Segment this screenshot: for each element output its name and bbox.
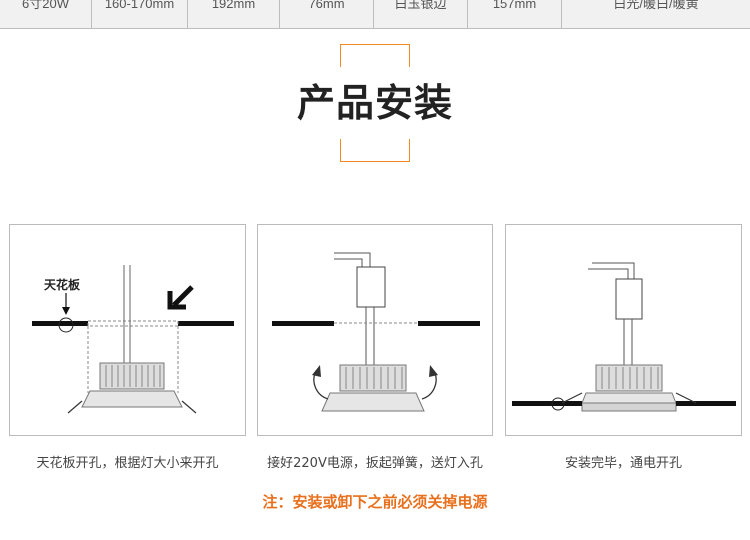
- spec-cell-color: 白光/暖白/暖黄: [613, 0, 699, 11]
- downlight-icon: [581, 364, 677, 412]
- power-off-warning: 注：安装或卸下之前必须关掉电源: [262, 493, 488, 511]
- step-3-caption: 安装完毕，通电开孔: [564, 456, 682, 471]
- spec-cell-model: 6寸20W: [0, 0, 92, 28]
- step-2-caption: 接好220V电源，扳起弹簧，送灯入孔: [267, 456, 483, 471]
- driver-box: [615, 278, 643, 320]
- step-2-diagram: [272, 252, 480, 412]
- downlight-icon: [67, 362, 197, 414]
- title-frame: [340, 44, 410, 162]
- spec-cell-finish: 白玉银边: [374, 0, 468, 28]
- step-1-diagram: 天花板: [32, 265, 234, 414]
- install-step-3-panel: [505, 224, 742, 436]
- spec-table-row: 6寸20W 160-170mm 192mm 76mm 白玉银边 157mm 白光…: [0, 0, 750, 29]
- install-step-1-panel: 天花板: [9, 224, 246, 436]
- ceiling-board-right: [178, 321, 234, 326]
- spring-right: [675, 392, 697, 404]
- spec-cell-height: 76mm: [280, 0, 374, 28]
- spec-cell-depth: 157mm: [468, 0, 562, 28]
- cut-arrow-icon: [167, 285, 194, 310]
- section-title: 产品安装: [270, 72, 480, 127]
- spec-cell-cutout: 160-170mm: [92, 0, 188, 28]
- downlight-icon: [321, 364, 425, 412]
- driver-box: [356, 266, 386, 308]
- step-3-diagram: [512, 262, 736, 412]
- step-1-caption: 天花板开孔，根据灯大小来开孔: [36, 456, 219, 471]
- ceiling-label: 天花板: [44, 277, 81, 292]
- ceiling-board-right: [676, 401, 736, 406]
- ceiling-board-left: [512, 401, 582, 406]
- spec-cell-diameter: 192mm: [188, 0, 280, 28]
- install-step-2-panel: [257, 224, 493, 436]
- ceiling-board-left: [32, 321, 88, 326]
- spring-left: [561, 392, 583, 404]
- ceiling-board-right: [418, 321, 480, 326]
- ceiling-board-left: [272, 321, 334, 326]
